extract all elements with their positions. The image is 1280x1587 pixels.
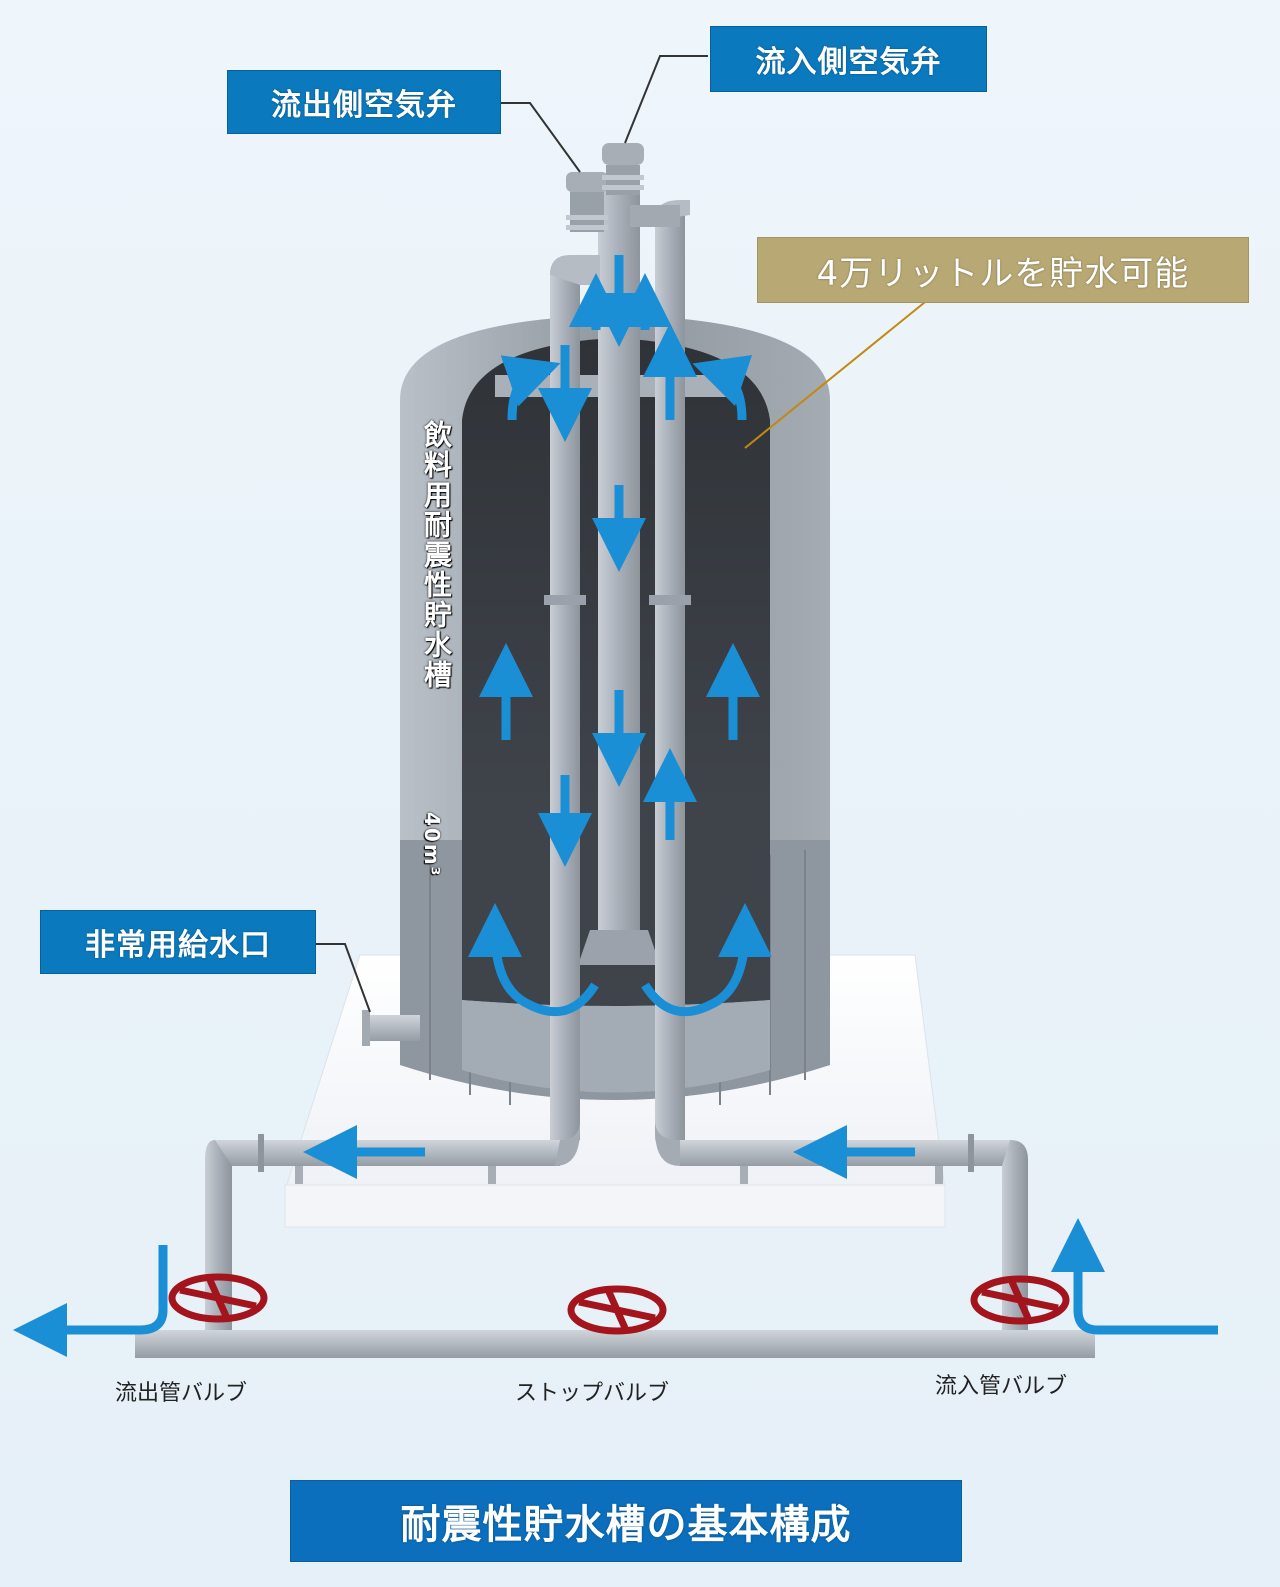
- inflow-air-valve-label: 流入側空気弁: [710, 26, 987, 92]
- outflow-air-valve-label: 流出側空気弁: [227, 70, 501, 134]
- inflow-valve-caption: 流入管バルブ: [935, 1374, 1068, 1399]
- stop-valve-wheel: [567, 1285, 667, 1335]
- tank-side-text: 飲料用耐震性貯水槽: [420, 420, 453, 690]
- outflow-valve-wheel: [168, 1273, 268, 1323]
- inflow-valve-wheel: [970, 1275, 1070, 1325]
- flow-arrows: [13, 255, 1218, 1357]
- base-pipes: [205, 1120, 1028, 1340]
- diagram-title: 耐震性貯水槽の基本構成: [290, 1480, 962, 1562]
- emergency-outlet-pipe: [362, 1010, 420, 1046]
- inflow-air-valve: [602, 143, 644, 195]
- main-water-pipe: [135, 1330, 1095, 1358]
- capacity-label: 4万リットルを貯水可能: [757, 237, 1249, 303]
- leader-lines: [315, 55, 708, 1013]
- capacity-leader-line: [744, 297, 931, 449]
- outflow-air-valve: [566, 172, 608, 232]
- stop-valve-caption: ストップバルブ: [515, 1381, 670, 1406]
- outflow-valve-caption: 流出管バルブ: [115, 1381, 248, 1406]
- emergency-outlet-label: 非常用給水口: [40, 910, 316, 974]
- tank-volume-text: 40m³: [420, 812, 444, 878]
